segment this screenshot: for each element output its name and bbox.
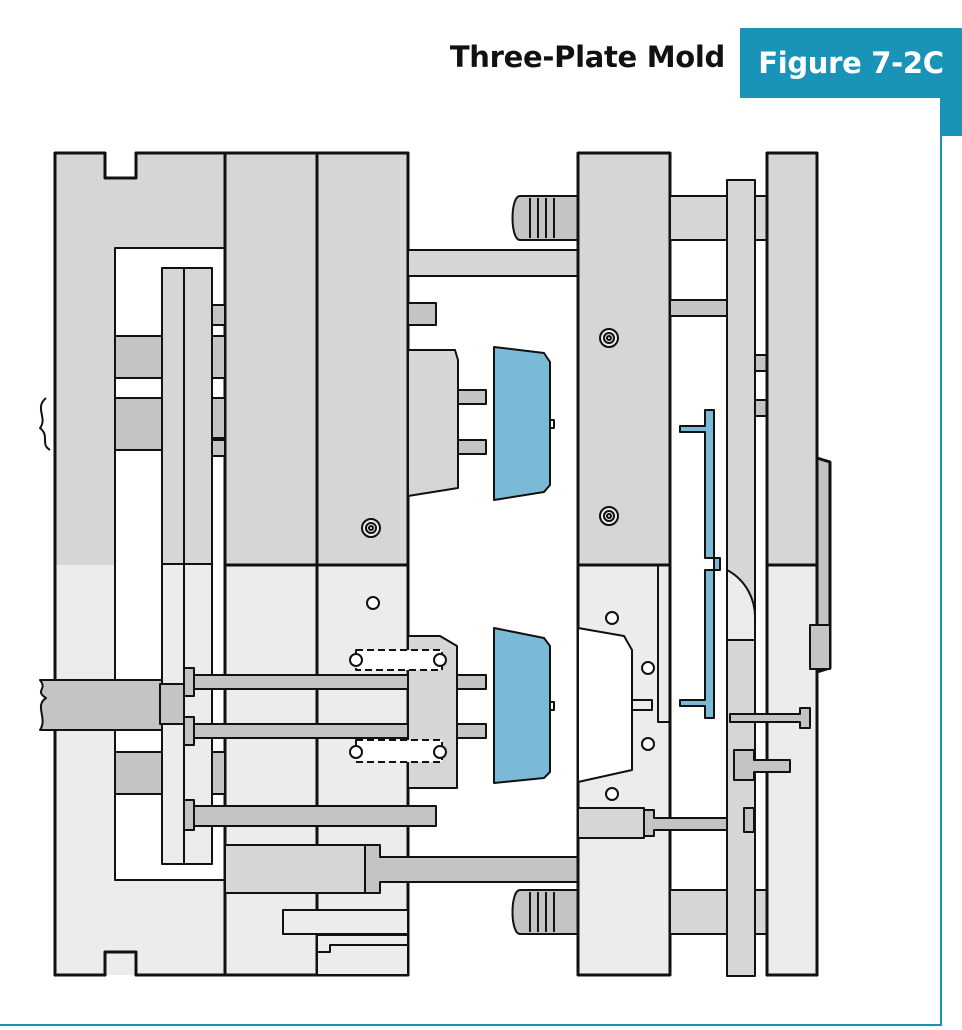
molded-part-upper bbox=[493, 346, 555, 501]
support-plate bbox=[223, 151, 319, 977]
guide-pin-top bbox=[407, 249, 579, 277]
frame-right-rule bbox=[940, 136, 942, 1026]
lower-guide-pins bbox=[114, 751, 226, 795]
ejector-rod bbox=[39, 397, 185, 731]
guide-bushing-top bbox=[511, 195, 579, 241]
frame-bottom-rule bbox=[0, 1024, 942, 1026]
runner-system bbox=[679, 409, 721, 719]
stationary-guide-pins bbox=[577, 195, 745, 935]
accent-bar bbox=[940, 98, 962, 136]
core-insert-lower bbox=[349, 635, 458, 789]
locating-ring bbox=[809, 456, 832, 674]
clamp-plate-right bbox=[754, 151, 819, 977]
molded-part-lower bbox=[493, 627, 555, 784]
core-insert-upper bbox=[407, 349, 487, 497]
guide-bushing-bottom bbox=[511, 889, 579, 935]
stop-bolts bbox=[729, 707, 811, 833]
upper-guide-pins bbox=[114, 302, 437, 457]
figure-title: Three-Plate Mold bbox=[449, 40, 725, 74]
puller-rod bbox=[224, 844, 621, 976]
ejector-plates bbox=[161, 267, 213, 865]
cavity-plate bbox=[576, 151, 672, 977]
figure-number-badge: Figure 7-2C bbox=[740, 28, 962, 98]
stripper-plate bbox=[726, 179, 757, 977]
